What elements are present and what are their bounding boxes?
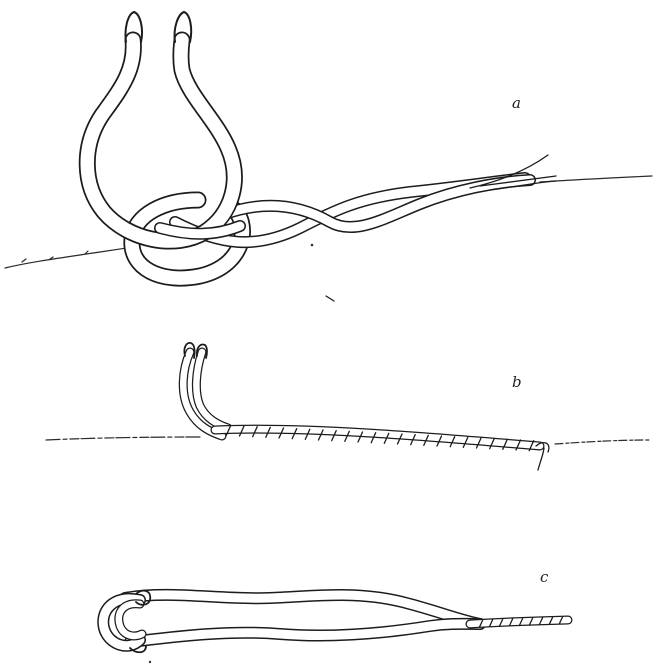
figure-a-speck xyxy=(311,244,314,247)
figure-c-speck xyxy=(149,661,151,663)
figure-c: c xyxy=(103,568,568,663)
figure-c-twisted-tail xyxy=(470,617,568,628)
figure-a-ground-line-right xyxy=(540,176,652,182)
figure-c-label: c xyxy=(540,568,549,586)
figure-a: a xyxy=(5,12,652,301)
figure-a-ground-line xyxy=(5,246,140,268)
figure-a-grass-tufts xyxy=(22,251,88,262)
figure-b-ground-left xyxy=(46,437,200,440)
figure-b-label: b xyxy=(512,373,522,391)
figure-a-stray-mark xyxy=(326,296,334,301)
figure-b-ground-right xyxy=(555,440,650,444)
figure-b-twisted-rope xyxy=(215,425,540,450)
figure-b: b xyxy=(46,343,650,470)
figure-a-label: a xyxy=(512,94,521,112)
